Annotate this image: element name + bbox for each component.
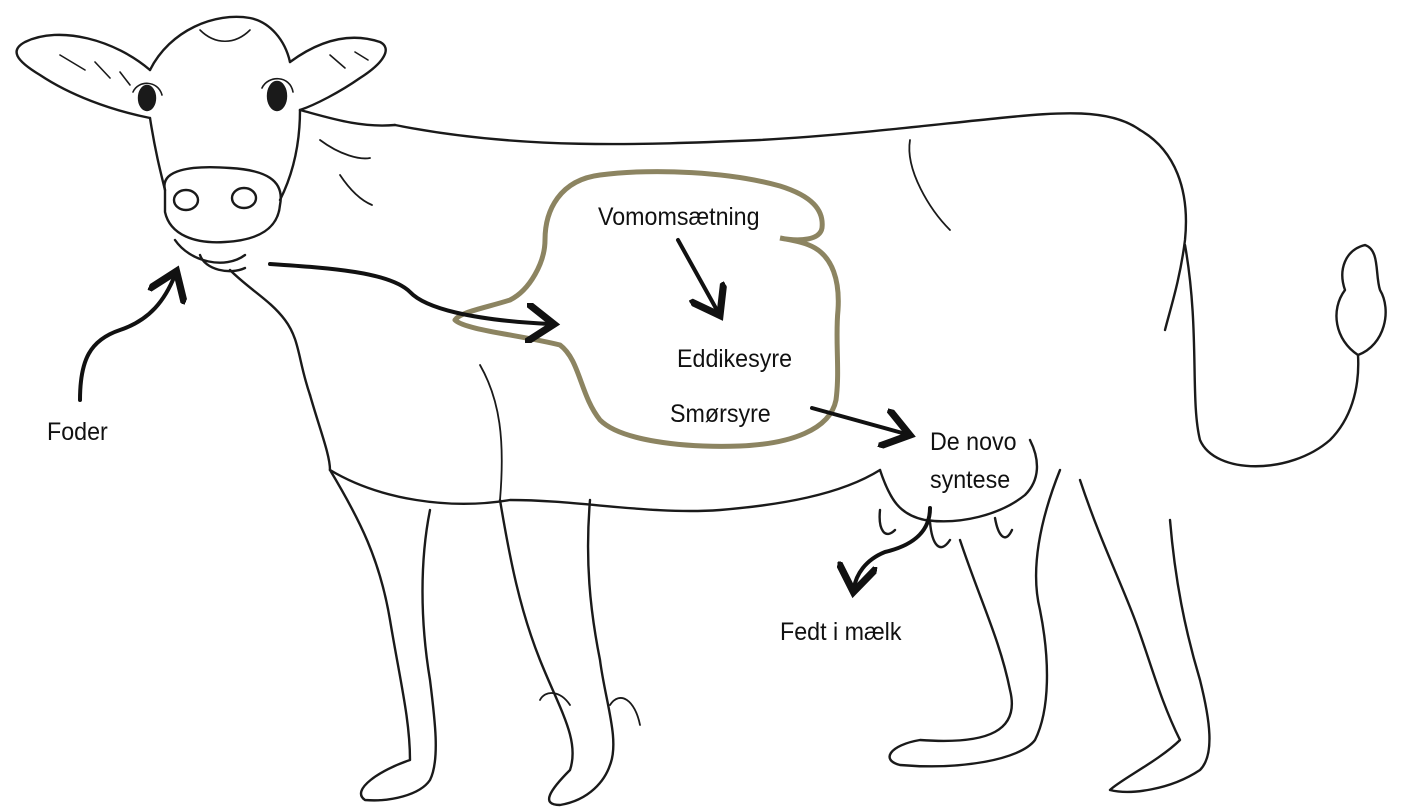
butyric-acid-label: Smørsyre <box>670 400 771 429</box>
de-novo-synthesis-label-line2: syntese <box>930 466 1010 495</box>
hind-leg-right <box>1080 480 1209 792</box>
right-ear <box>290 38 386 110</box>
de-novo-synthesis-label-line1: De novo <box>930 428 1017 457</box>
arrow-feed-to-mouth <box>80 275 175 400</box>
neck-top <box>300 110 395 126</box>
rumen-fermentation-label: Vomomsætning <box>598 203 760 232</box>
front-leg-left <box>330 470 436 800</box>
belly <box>330 470 880 511</box>
head-top <box>150 17 290 70</box>
milk-fat-label: Fedt i mælk <box>780 618 901 647</box>
dewlap <box>230 270 310 395</box>
back <box>395 113 1140 144</box>
muzzle <box>164 167 280 242</box>
left-eye <box>139 86 155 110</box>
teats <box>880 510 1012 547</box>
arrow-synthesis-to-milkfat <box>854 508 930 588</box>
feed-label: Foder <box>47 418 108 447</box>
tail-tuft <box>1336 245 1385 355</box>
arrow-fermentation-to-acids <box>678 240 718 312</box>
tail <box>1185 245 1358 466</box>
right-eye <box>268 82 286 110</box>
front-leg-right <box>500 500 613 805</box>
acetic-acid-label: Eddikesyre <box>677 345 792 374</box>
hind-leg-left <box>890 470 1060 766</box>
arrow-mouth-to-rumen <box>270 264 550 324</box>
rump <box>1140 130 1186 330</box>
left-ear <box>17 35 150 118</box>
